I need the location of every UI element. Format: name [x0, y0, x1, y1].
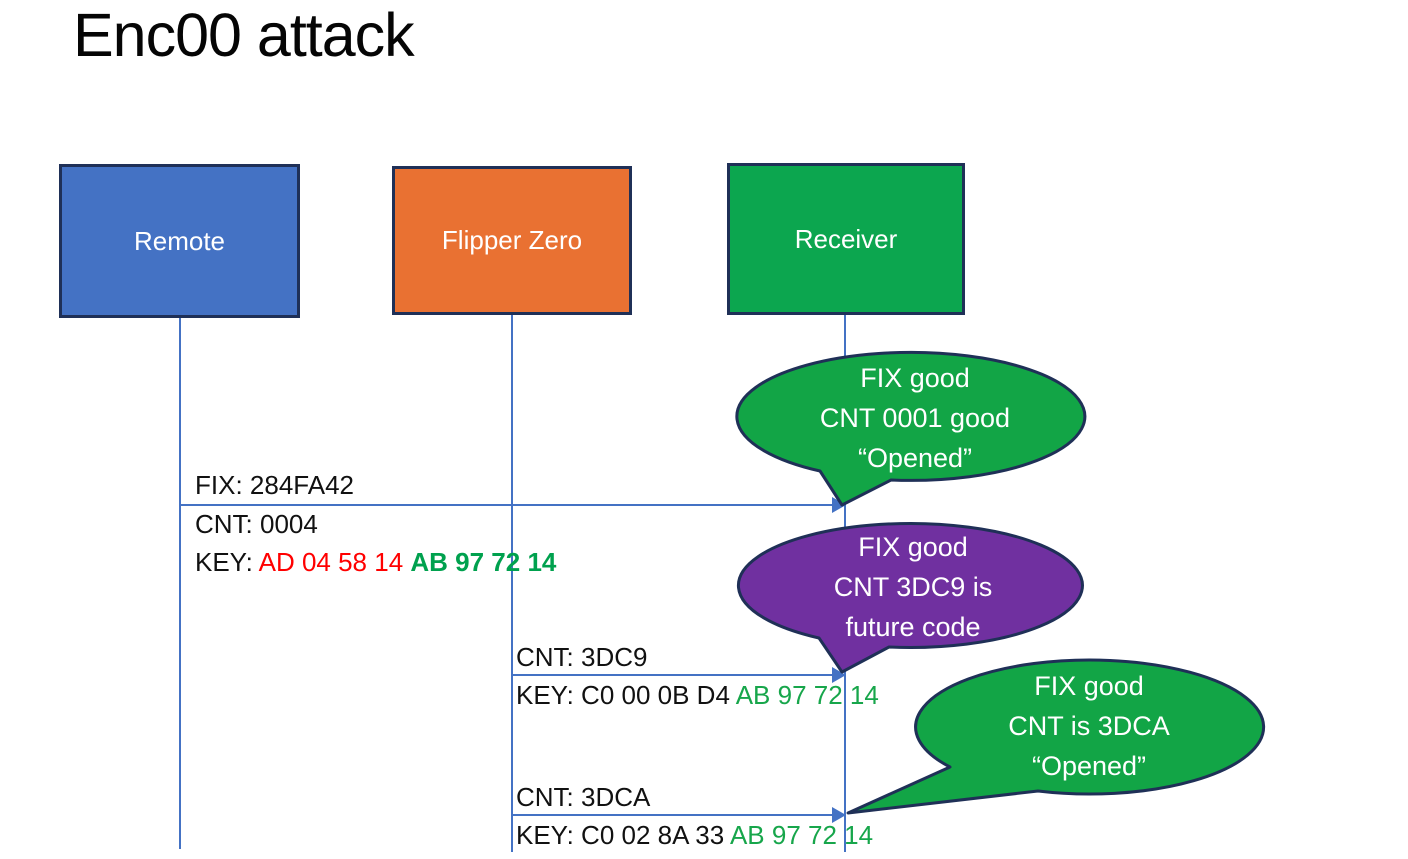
message-arrow-3-line [512, 814, 833, 816]
message-arrow-1-line [180, 504, 833, 506]
callout-1-line-1: FIX good [860, 363, 970, 393]
message-1-key-line: KEY: AD 04 58 14 AB 97 72 14 [195, 547, 556, 578]
actor-box-remote: Remote [59, 164, 300, 318]
callout-3-line-1: FIX good [1034, 671, 1144, 701]
callout-3-text: FIX good CNT is 3DCA “Opened” [939, 666, 1239, 786]
message-3-key-label: KEY: C0 02 8A 33 [516, 820, 730, 850]
callout-1-line-3: “Opened” [857, 443, 973, 473]
lifeline-flipper-zero [511, 315, 513, 852]
actor-box-receiver: Receiver [727, 163, 965, 315]
message-2-key-green-segment: AB 97 72 14 [735, 680, 879, 710]
actor-label-remote: Remote [133, 225, 226, 256]
callout-2-line-2: CNT 3DC9 is [833, 572, 993, 602]
message-arrow-1-arrowhead-icon [832, 497, 846, 513]
slide-title: Enc00 attack [73, 1, 415, 69]
message-3-key-line: KEY: C0 02 8A 33 AB 97 72 14 [516, 820, 873, 851]
message-arrow-3-arrowhead-icon [832, 807, 846, 823]
message-1-key-green-segment: AB 97 72 14 [410, 547, 557, 577]
message-1-key-label: KEY: [195, 547, 259, 577]
message-1-fix-line: FIX: 284FA42 [195, 470, 354, 500]
message-2-key-label: KEY: C0 00 0B D4 [516, 680, 736, 710]
message-3-cnt-line: CNT: 3DCA [516, 782, 651, 812]
message-1-key-red-segment: AD 04 58 14 [258, 547, 411, 577]
message-2-cnt-line: CNT: 3DC9 [516, 642, 648, 672]
actor-label-flipper-zero: Flipper Zero [441, 225, 583, 255]
callout-3-line-2: CNT is 3DCA [1008, 711, 1170, 741]
callout-1-line-2: CNT 0001 good [819, 403, 1011, 433]
message-arrow-2-line [512, 674, 833, 676]
callout-2-text: FIX good CNT 3DC9 is future code [763, 527, 1063, 647]
message-3-key-green-segment: AB 97 72 14 [729, 820, 874, 850]
actor-label-receiver: Receiver [794, 223, 898, 254]
message-2-key-line: KEY: C0 00 0B D4 AB 97 72 14 [516, 680, 879, 711]
message-1-cnt-line: CNT: 0004 [195, 509, 318, 539]
lifeline-remote [179, 318, 181, 849]
actor-box-flipper-zero: Flipper Zero [392, 166, 632, 315]
callout-2-line-1: FIX good [858, 532, 968, 562]
callout-1-text: FIX good CNT 0001 good “Opened” [765, 358, 1065, 478]
callout-3-line-3: “Opened” [1031, 751, 1147, 781]
callout-2-line-3: future code [845, 612, 981, 642]
